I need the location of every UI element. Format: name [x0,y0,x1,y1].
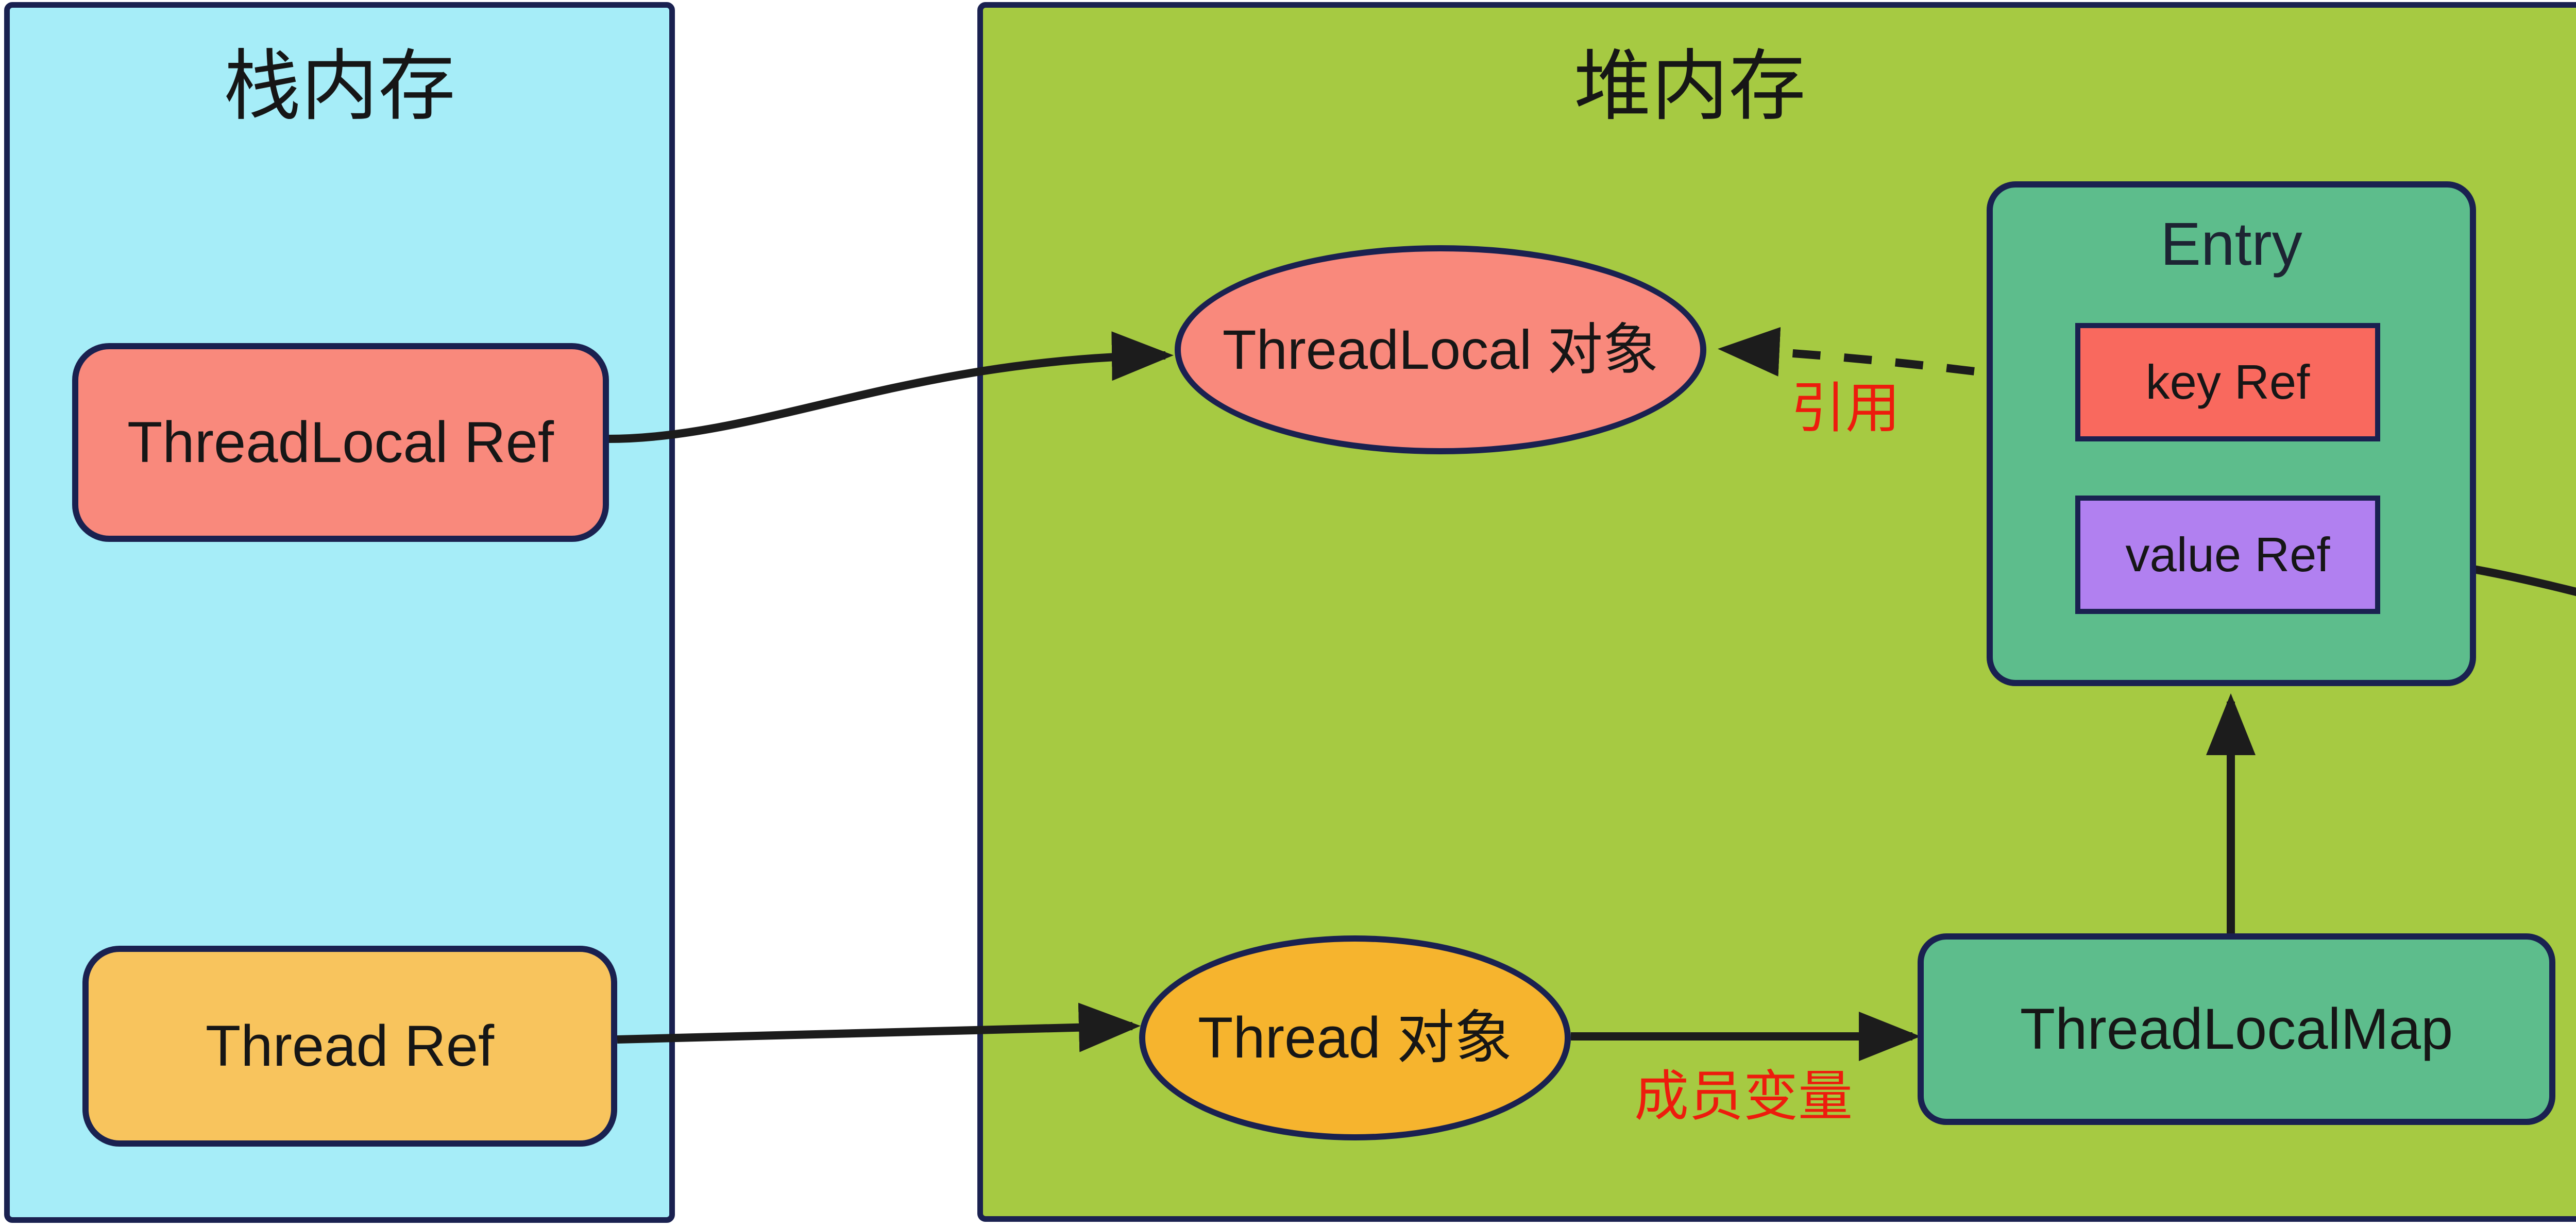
key-ref-label: key Ref [2145,355,2310,410]
thread-ref-label: Thread Ref [205,1014,495,1079]
threadlocalmap-node: ThreadLocalMap [1918,933,2555,1125]
heap-region-title: 堆内存 [1573,43,1806,129]
edge-keyref-to-threadlocalobj-dashed [1718,327,2077,389]
key-ref-node: key Ref [2075,323,2380,441]
value-ref-label: value Ref [2125,527,2330,582]
reference-label-value: 引用 [2527,640,2576,695]
edge-threadref-to-threadobj [617,1002,1141,1052]
threadlocal-object-label: ThreadLocal 对象 [1222,318,1659,381]
edge-threadlocalref-to-threadlocalobj [607,331,1174,443]
reference-label-key: 引用 [1791,378,1900,439]
entry-node: Entry key Ref value Ref [1987,181,2476,686]
threadlocal-ref-label: ThreadLocal Ref [127,410,554,475]
thread-object-node: Thread 对象 [1139,935,1571,1140]
threadlocalmap-label: ThreadLocalMap [2020,997,2453,1062]
threadlocal-ref-node: ThreadLocal Ref [72,343,609,542]
thread-ref-node: Thread Ref [82,946,617,1147]
stack-region-title: 栈内存 [223,43,455,129]
threadlocal-object-node: ThreadLocal 对象 [1175,245,1706,454]
thread-object-label: Thread 对象 [1198,1005,1512,1070]
value-ref-node: value Ref [2075,496,2380,614]
entry-title: Entry [2160,210,2302,278]
member-variable-label: 成员变量 [1634,1066,1853,1127]
